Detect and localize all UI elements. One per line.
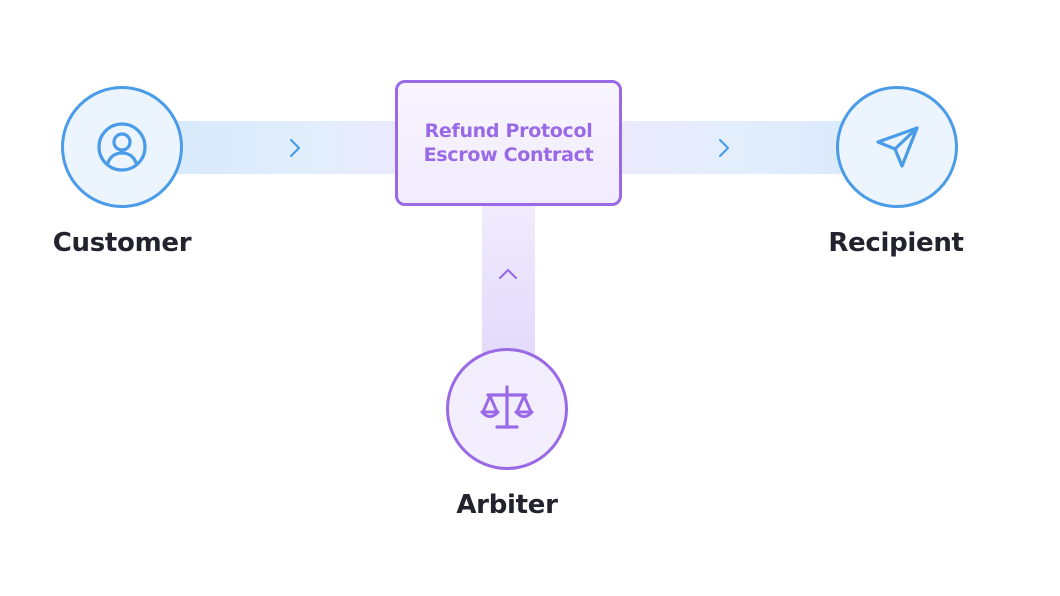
contract-title-line2: Escrow Contract	[423, 144, 594, 166]
arbiter-label: Arbiter	[456, 490, 558, 520]
arbiter-to-contract-connector	[482, 205, 535, 355]
send-icon	[876, 126, 919, 168]
arbiter-node	[446, 348, 568, 470]
chevron-up-icon	[498, 268, 518, 280]
contract-title-line1: Refund Protocol	[424, 120, 593, 142]
recipient-label: Recipient	[828, 228, 964, 258]
escrow-contract-box: Refund Protocol Escrow Contract	[395, 80, 622, 206]
scales-icon	[480, 385, 534, 429]
user-circle-icon	[97, 122, 147, 172]
chevron-right-icon	[718, 138, 730, 158]
recipient-node	[836, 86, 958, 208]
chevron-right-icon	[289, 138, 301, 158]
customer-node	[61, 86, 183, 208]
customer-label: Customer	[52, 228, 192, 258]
